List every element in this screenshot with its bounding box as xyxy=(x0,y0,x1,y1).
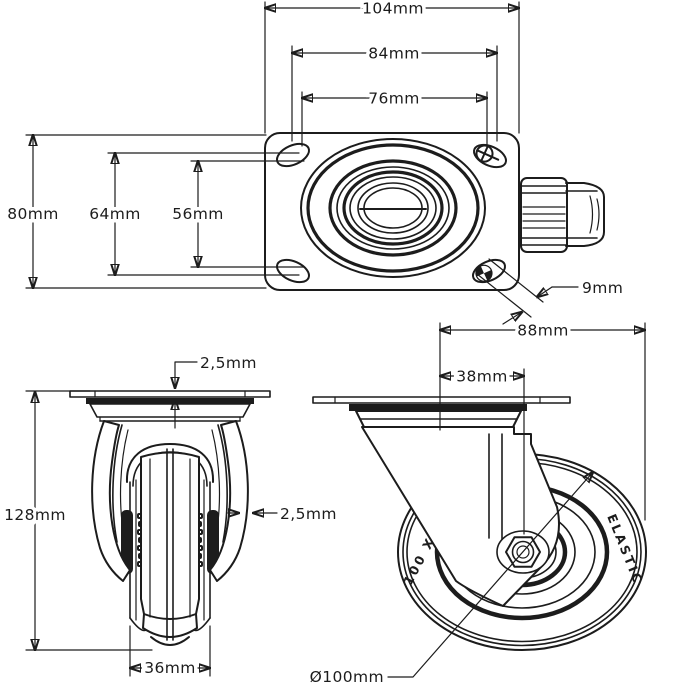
top-plate-side xyxy=(312,396,571,428)
tyre-sidewall-band-right xyxy=(207,510,219,574)
dim-total-height: 128mm xyxy=(1,390,153,650)
dim-label-88mm: 88mm xyxy=(517,322,569,340)
swivel-head-front xyxy=(89,403,251,418)
dim-label-38mm: 38mm xyxy=(456,368,508,386)
dim-hole-spacing-inner-v: 56mm xyxy=(169,161,305,267)
dim-label-9mm: 9mm xyxy=(582,279,623,297)
screw-detail-bottom-right xyxy=(475,264,493,282)
plate-outline xyxy=(264,132,520,291)
dim-wheel-width: 36mm xyxy=(130,625,210,681)
dim-wheel-diameter: Ø100mm xyxy=(306,472,593,690)
wheel-top xyxy=(520,177,605,253)
dim-label-104mm: 104mm xyxy=(362,0,424,18)
hub-cap-top xyxy=(565,182,605,247)
dim-hole-spacing-inner: 76mm xyxy=(302,86,487,147)
slot-hole-top-right xyxy=(472,143,508,169)
dim-slot-width: 9mm xyxy=(476,258,626,325)
top-plate-front xyxy=(69,390,271,422)
dim-label-128mm: 128mm xyxy=(4,506,66,524)
dim-label-56mm: 56mm xyxy=(172,205,224,223)
dim-hole-spacing-outer: 84mm xyxy=(292,41,497,142)
dim-wall-thickness: 2,5mm xyxy=(227,502,340,527)
dim-label-36mm: 36mm xyxy=(144,659,196,677)
swivel-race-front xyxy=(86,398,254,404)
dim-label-25mm-top: 2,5mm xyxy=(200,354,257,372)
swivel-race-upper xyxy=(349,404,527,411)
dim-label-76mm: 76mm xyxy=(368,90,420,108)
dim-label-64mm: 64mm xyxy=(89,205,141,223)
fork-leg-front-left xyxy=(91,420,131,582)
fork-side xyxy=(361,426,560,607)
slot-hole-top-left xyxy=(275,142,311,168)
front-view: 2,5mm 2,5mm 128mm 36mm xyxy=(1,351,340,681)
fork-leg-side xyxy=(361,426,560,607)
dim-plate-thickness: 2,5mm xyxy=(175,351,260,429)
dim-hole-spacing-outer-v: 64mm xyxy=(86,153,300,275)
slot-hole-bottom-right xyxy=(471,258,507,284)
dim-label-100mm: Ø100mm xyxy=(310,668,384,686)
top-view: 104mm 84mm 76mm 80mm 64mm xyxy=(4,0,626,325)
dim-label-80mm: 80mm xyxy=(7,205,59,223)
fork-leg-front-right xyxy=(209,420,249,582)
side-view: 100 X 36 ELASTIC 88mm xyxy=(306,318,647,690)
dim-swivel-offset: 38mm xyxy=(440,364,524,535)
slot-hole-bottom-left xyxy=(275,258,311,284)
screw-detail-top-right xyxy=(475,144,500,163)
dim-label-84mm: 84mm xyxy=(368,45,420,63)
mounting-plate-top xyxy=(264,132,520,291)
dim-overall-depth: 80mm xyxy=(4,135,267,288)
tyre-sidewall-band-left xyxy=(121,510,133,574)
tyre-front xyxy=(121,443,219,646)
dim-overall-width: 104mm xyxy=(265,0,519,134)
dim-label-25mm-side: 2,5mm xyxy=(280,505,337,523)
swivel-rings-top xyxy=(300,138,486,278)
fork-front xyxy=(91,420,249,582)
